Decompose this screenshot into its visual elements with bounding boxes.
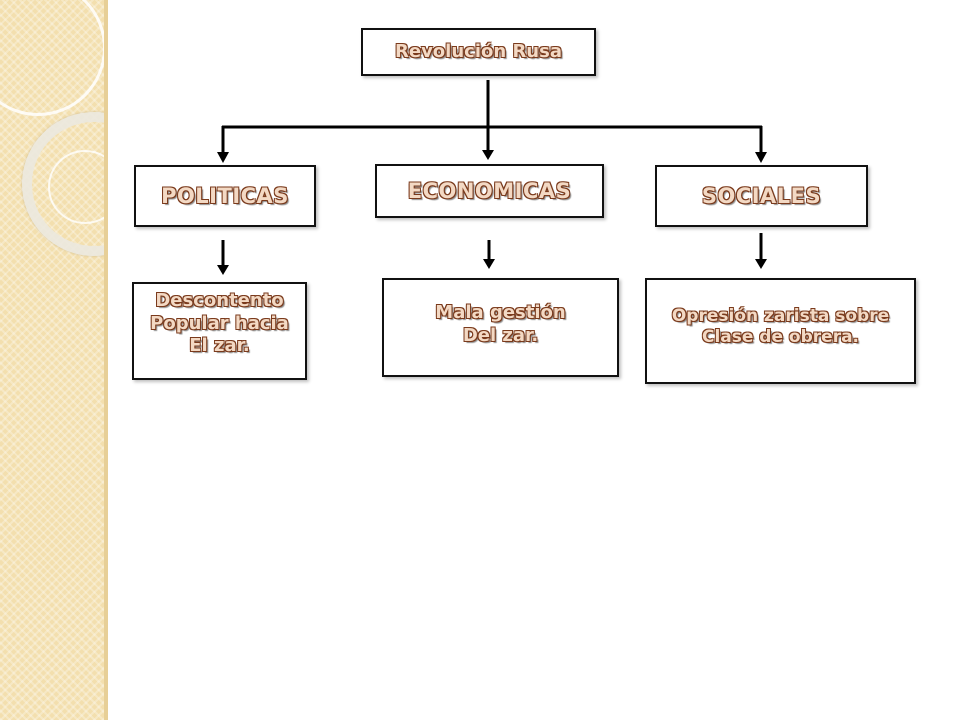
decorative-ring	[48, 150, 104, 224]
detail-line: El zar.	[189, 335, 250, 356]
arrowhead	[755, 152, 767, 163]
arrowhead	[482, 150, 494, 160]
arrowhead	[483, 259, 495, 269]
detail-node-economicas: Mala gestión Del zar.	[382, 278, 619, 377]
arrowhead	[755, 259, 767, 269]
branch-node-sociales: SOCIALES	[655, 165, 868, 227]
decorative-side-band	[0, 0, 104, 720]
branch-label-sociales: SOCIALES	[701, 183, 822, 208]
decorative-ring	[0, 0, 104, 116]
detail-line: Descontento	[155, 290, 284, 311]
detail-line: Mala gestión	[435, 302, 566, 323]
detail-node-sociales: Opresión zarista sobre Clase de obrera.	[645, 278, 916, 384]
branch-node-politicas: POLITICAS	[134, 165, 316, 227]
root-node-label: Revolución Rusa	[395, 40, 562, 62]
detail-node-politicas: Descontento Popular hacia El zar.	[132, 282, 307, 380]
arrowhead	[217, 152, 229, 163]
branch-node-economicas: ECONOMICAS	[375, 164, 604, 218]
branch-label-politicas: POLITICAS	[161, 183, 289, 208]
arrowhead	[217, 265, 229, 275]
detail-line: Opresión zarista sobre	[671, 306, 890, 326]
branch-label-economicas: ECONOMICAS	[407, 179, 572, 203]
detail-line: Clase de obrera.	[701, 327, 860, 348]
detail-line: Del zar.	[462, 324, 539, 346]
root-node: Revolución Rusa	[361, 28, 596, 76]
detail-line: Popular hacia	[150, 312, 289, 334]
side-band-edge	[104, 0, 108, 720]
